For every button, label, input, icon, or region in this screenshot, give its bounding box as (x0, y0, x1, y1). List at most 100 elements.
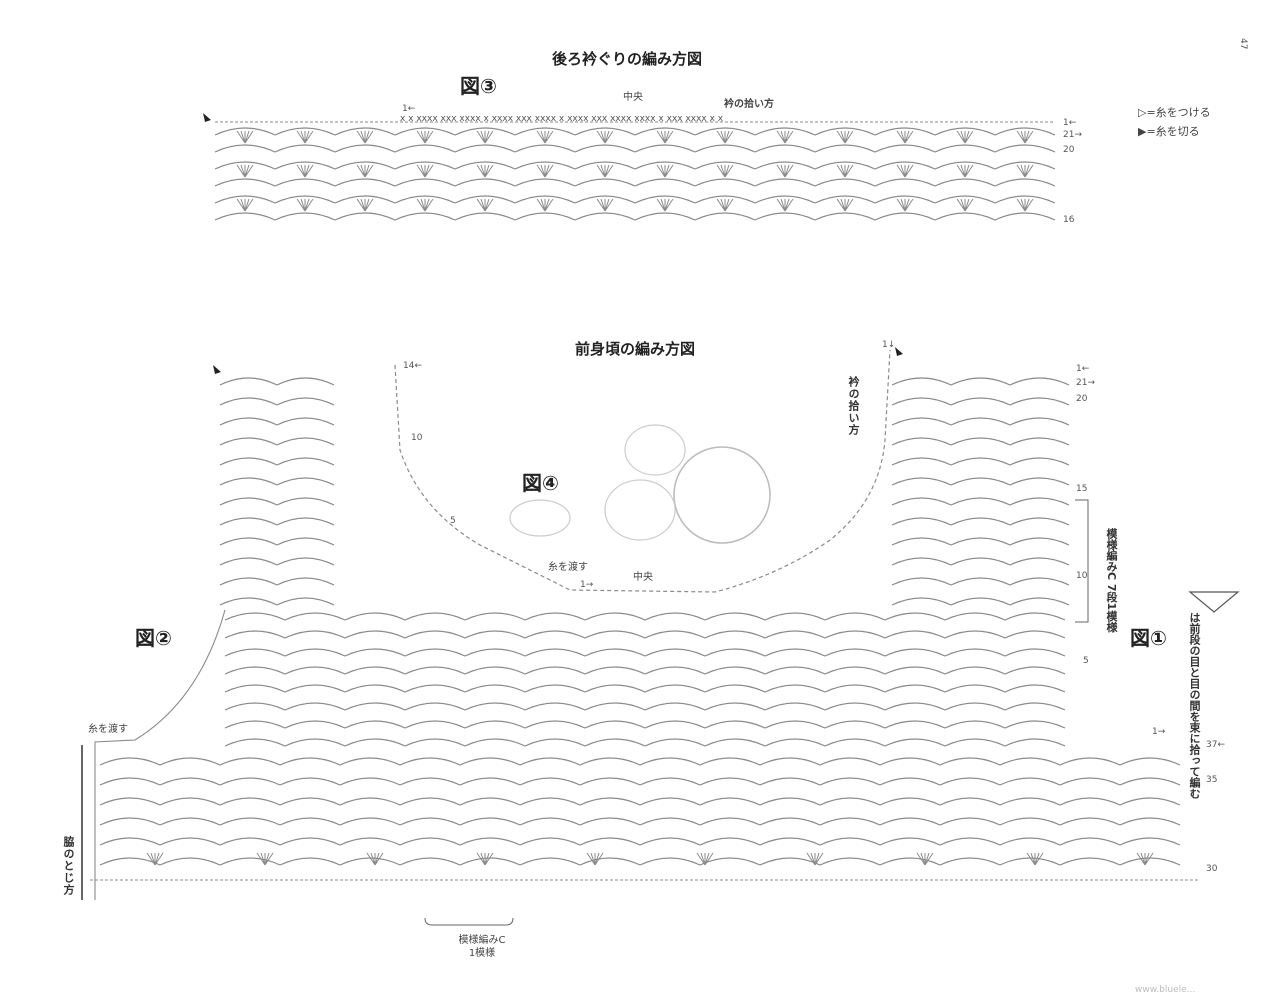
right-row-5: 5 (1083, 656, 1089, 666)
pattern-block-label: 模様編みC 7段1模様 (1105, 528, 1118, 633)
back-pickup-label: 衿の拾い方 (724, 99, 774, 110)
left-shoulder-arches (219, 517, 335, 526)
figure-3-label: 図③ (460, 74, 497, 98)
pompom-icon (509, 499, 571, 537)
left-shoulder-arches (219, 457, 335, 466)
figure-4-label: 図④ (522, 471, 559, 495)
left-shoulder-arches (219, 377, 335, 386)
figure-1-label: 図① (1130, 626, 1167, 650)
left-shoulder-arches (219, 597, 335, 606)
right-shoulder-arches (891, 497, 1070, 506)
front-pickup-label: 衿の拾い方 (847, 376, 860, 436)
body-arch-row (224, 720, 1066, 729)
left-shoulder-arches (219, 497, 335, 506)
right-row-20: 20 (1076, 394, 1088, 404)
pass-yarn-side: 糸を渡す (88, 724, 128, 735)
legend-cut: ▶=糸を切る (1138, 125, 1200, 138)
back-arch-row (214, 178, 1056, 187)
back-arch-row (214, 127, 1056, 136)
right-shoulder-arches (891, 397, 1070, 406)
back-neck-title: 後ろ衿ぐりの編み方図 (552, 50, 703, 68)
front-center-label: 中央 (633, 572, 653, 583)
back-cut-yarn-mark (203, 113, 211, 122)
watermark: www.bluele... (1135, 985, 1196, 995)
left-row-5: 5 (450, 516, 456, 526)
right-row-37: 37← (1206, 740, 1225, 750)
lower-body-arch-row (99, 777, 1181, 786)
right-shoulder-arches (891, 417, 1070, 426)
neckline-curve (394, 349, 891, 593)
back-row-16: 16 (1063, 215, 1075, 225)
right-shoulder-arches (891, 517, 1070, 526)
figure-2-label: 図② (135, 626, 172, 650)
right-shoulder-arches (891, 457, 1070, 466)
back-center-label: 中央 (623, 92, 643, 103)
page-number: 47 (1238, 38, 1248, 50)
left-row-10: 10 (411, 433, 423, 443)
body-arch-row (224, 684, 1066, 693)
fan-row-30 (146, 852, 1154, 866)
right-row-35: 35 (1206, 775, 1218, 785)
right-row-10: 10 (1076, 571, 1088, 581)
side-shaping-line (94, 609, 226, 900)
right-cut-yarn-mark (895, 347, 903, 356)
side-seam-label: 脇のとじ方 (62, 836, 75, 896)
yarn-ball-icon (673, 446, 771, 544)
pattern-repeat-label-1: 模様編みC (458, 935, 506, 946)
body-arch-row (224, 666, 1066, 675)
lower-body-arch-row (99, 797, 1181, 806)
back-arch-row (214, 161, 1056, 170)
lower-body-arch-row (99, 817, 1181, 826)
right-shoulder-arches (891, 597, 1070, 606)
back-arch-row (214, 144, 1056, 153)
right-row-1: 1← (1076, 364, 1090, 374)
left-shoulder-arches (219, 437, 335, 446)
neck-mark-right: 1→ (580, 580, 594, 590)
right-row-15: 15 (1076, 484, 1088, 494)
back-fan-row (236, 130, 1034, 144)
left-shoulder-arches (219, 537, 335, 546)
back-row-1: 1← (1063, 118, 1077, 128)
back-row-21: 21→ (1063, 130, 1082, 140)
pompom-icon (604, 479, 676, 541)
body-arch-row (224, 630, 1066, 639)
left-shoulder-arches (219, 397, 335, 406)
left-row-14: 14← (403, 361, 422, 371)
right-shoulder-arches (891, 437, 1070, 446)
body-arch-row (224, 612, 1066, 621)
left-shoulder-arches (219, 417, 335, 426)
legend-note: は前段の目と目の間を束に拾って編む (1188, 612, 1201, 799)
right-shoulder-arches (891, 537, 1070, 546)
cut-yarn-icon: ▶ (1138, 125, 1147, 138)
left-shoulder-arches (219, 557, 335, 566)
legend-attach: ▷=糸をつける (1138, 106, 1211, 119)
right-shoulder-arches (891, 477, 1070, 486)
back-arch-row (214, 212, 1056, 221)
pattern-repeat-label-2: 1模様 (468, 948, 496, 959)
lower-body-arch-row (99, 837, 1181, 846)
pattern-block-bracket (1075, 499, 1089, 623)
back-pickup-stitches: x x xxxx xxx xxxx x xxxx xxx xxxx x xxxx… (400, 114, 724, 124)
right-shoulder-arches (891, 577, 1070, 586)
left-shoulder-arches (219, 577, 335, 586)
back-fan-row (236, 164, 1034, 178)
front-title: 前身頃の編み方図 (575, 340, 696, 358)
body-arch-row (224, 702, 1066, 711)
right-shoulder-arches (891, 557, 1070, 566)
left-cut-yarn-mark (213, 365, 221, 374)
right-row-21: 21→ (1076, 378, 1095, 388)
back-row-20: 20 (1063, 145, 1075, 155)
back-arch-row (214, 195, 1056, 204)
pass-yarn-neck: 糸を渡す (548, 562, 588, 573)
pompom-icon (624, 424, 686, 476)
back-fan-row (236, 198, 1034, 212)
left-shoulder-arches (219, 477, 335, 486)
right-row-1-arrow: 1→ (1152, 727, 1166, 737)
right-shoulder-arches (891, 377, 1070, 386)
back-row-start: 1← (402, 104, 416, 114)
body-arch-row (224, 648, 1066, 657)
legend-fan-icon (1188, 591, 1240, 613)
right-row-30: 30 (1206, 864, 1218, 874)
neck-mark-down: 1↓ (882, 340, 896, 350)
